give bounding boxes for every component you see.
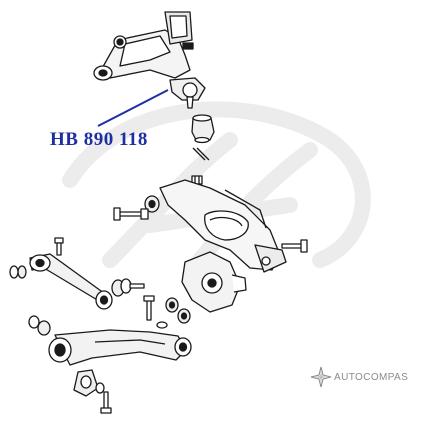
hub-carrier xyxy=(181,251,247,313)
lower-arm-bushings-left xyxy=(28,315,51,336)
upper-control-arm xyxy=(93,11,194,81)
knuckle-carrier xyxy=(159,179,287,273)
lateral-link xyxy=(29,253,113,310)
brand-name: AUTOCOMPAS xyxy=(334,372,409,383)
knuckle-bushing xyxy=(144,195,160,213)
cotter-pin xyxy=(192,147,210,161)
link-end-bushing xyxy=(111,278,145,297)
lower-arm-mount-bolt xyxy=(143,295,168,329)
lower-arm-bolt-bottom xyxy=(100,391,112,414)
lateral-link-washers xyxy=(9,265,27,279)
part-number-label: HB 890 118 xyxy=(50,129,148,150)
lateral-link-bolt-top xyxy=(54,237,64,256)
lower-arm-bottom-bushing xyxy=(73,369,105,397)
lower-control-arm xyxy=(48,329,192,366)
carrier-bushing-pair xyxy=(165,297,191,324)
brand-watermark: AUTOCOMPAS xyxy=(310,366,430,392)
bump-stop xyxy=(191,114,215,144)
callout-leader xyxy=(97,89,169,127)
right-mount-bolt xyxy=(281,239,308,253)
knuckle-bolt xyxy=(113,207,149,221)
autocompas-star-icon xyxy=(310,366,332,388)
upper-ball-joint xyxy=(169,77,206,109)
